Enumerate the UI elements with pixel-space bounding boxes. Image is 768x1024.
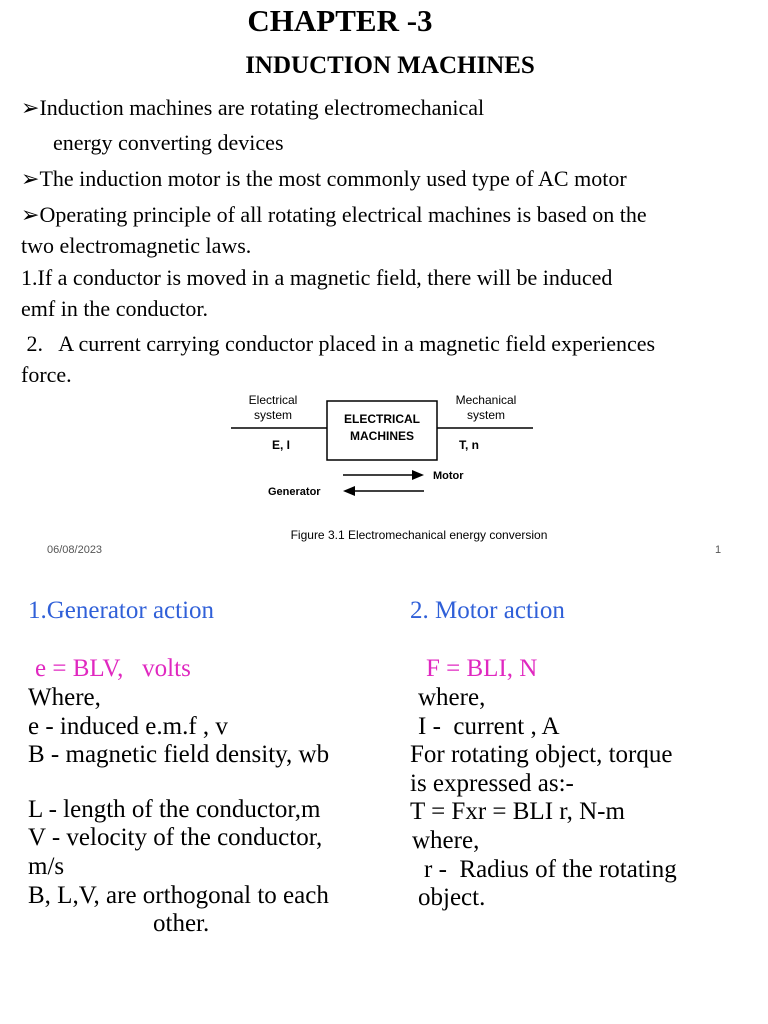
generator-line: Where, <box>28 684 101 711</box>
generator-line: L - length of the conductor,m <box>28 795 321 823</box>
generator-line: B, L,V, are orthogonal to each <box>28 881 329 909</box>
motor-definitions: where, I - current , A For rotating obje… <box>410 684 677 913</box>
law-2-line-2: force. <box>21 362 72 387</box>
law-1-line-1: 1.If a conductor is moved in a magnetic … <box>21 265 613 290</box>
mechanical-variables: T, n <box>459 438 479 452</box>
figure-caption: Figure 3.1 Electromechanical energy conv… <box>291 528 548 542</box>
motor-action-heading: 2. Motor action <box>410 597 565 624</box>
bullet-2: ➢The induction motor is the most commonl… <box>21 163 627 194</box>
electrical-machines-box <box>326 400 438 461</box>
motor-line: T = Fxr = BLI r, N-m <box>410 798 625 826</box>
generator-definitions: Where, e - induced e.m.f , v B - magneti… <box>28 684 329 939</box>
mechanical-system-label-1: Mechanical <box>456 393 517 407</box>
arrow-bullet-icon: ➢ <box>21 202 40 227</box>
motor-label: Motor <box>433 470 464 482</box>
bullet-1-text: Induction machines are rotating electrom… <box>39 95 485 120</box>
bullet-1-line-2: energy converting devices <box>53 130 284 155</box>
generator-line: B - magnetic field density, wb <box>28 741 330 769</box>
box-label-line-1: ELECTRICAL <box>344 412 420 426</box>
electrical-system-label-1: Electrical <box>249 393 298 407</box>
generator-line: other. <box>153 910 210 938</box>
motor-line: object. <box>418 884 486 912</box>
box-label-line-2: MACHINES <box>350 429 414 443</box>
generator-line: V - velocity of the conductor, <box>28 824 323 852</box>
law-1-line-2: emf in the conductor. <box>21 296 208 321</box>
motor-line: where, <box>418 684 486 711</box>
motor-line: is expressed as:- <box>410 769 574 797</box>
bullet-1-line-1: ➢Induction machines are rotating electro… <box>21 92 484 123</box>
bullet-2-text: The induction motor is the most commonly… <box>39 166 627 191</box>
motor-arrow-head-icon <box>412 470 424 480</box>
motor-formula: F = BLI, N <box>426 655 538 682</box>
electrical-variables: E, I <box>272 438 290 452</box>
generator-action-heading: 1.Generator action <box>28 597 215 624</box>
bullet-3-line-2: two electromagnetic laws. <box>21 233 252 258</box>
generator-arrow-head-icon <box>343 486 355 496</box>
motor-line: r - Radius of the rotating <box>424 855 677 883</box>
section-title: INDUCTION MACHINES <box>245 52 535 79</box>
energy-conversion-diagram: Electrical system E, I ELECTRICAL MACHIN… <box>231 393 548 542</box>
mechanical-system-label-2: system <box>467 408 505 422</box>
slide-date: 06/08/2023 <box>47 544 103 556</box>
law-2-line-1: 2. A current carrying conductor placed i… <box>21 331 656 356</box>
arrow-bullet-icon: ➢ <box>21 95 40 120</box>
bullet-3-text: Operating principle of all rotating elec… <box>39 202 647 227</box>
motor-line: I - current , A <box>418 712 560 740</box>
bullet-3-line-1: ➢Operating principle of all rotating ele… <box>21 199 647 230</box>
generator-label: Generator <box>268 486 321 498</box>
slide-page-number: 1 <box>715 544 722 556</box>
motor-line: For rotating object, torque <box>410 741 673 769</box>
generator-formula: e = BLV, volts <box>35 655 191 682</box>
electrical-system-label-2: system <box>254 408 292 422</box>
chapter-title: CHAPTER -3 <box>247 3 433 38</box>
motor-line: where, <box>412 826 480 854</box>
generator-line: m/s <box>28 852 65 880</box>
generator-line: e - induced e.m.f , v <box>28 712 228 740</box>
arrow-bullet-icon: ➢ <box>21 166 40 191</box>
